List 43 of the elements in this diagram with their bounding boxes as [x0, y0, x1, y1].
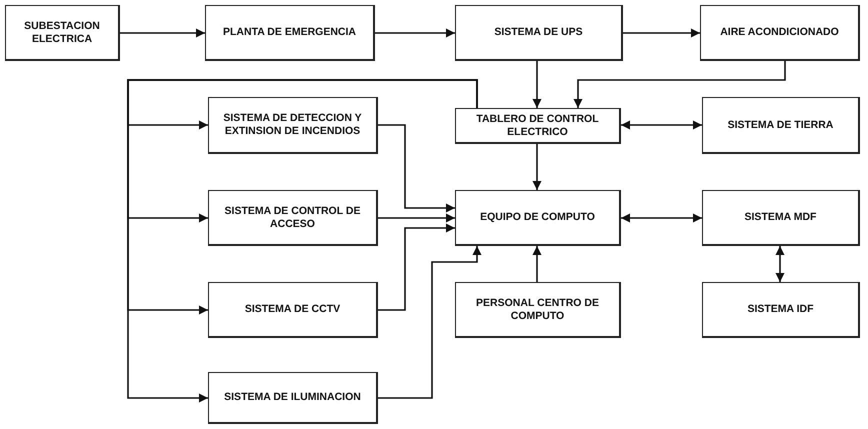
connector-arrow	[532, 246, 542, 282]
box-label: SISTEMA DE CCTV	[244, 303, 340, 316]
connector-arrow	[120, 28, 205, 38]
box-label: SISTEMA DE DETECCION Y EXTINSION DE INCENDIOS	[222, 112, 363, 138]
box-label: SISTEMA DE UPS	[494, 26, 583, 39]
box-label: SISTEMA DE TIERRA	[728, 118, 834, 132]
process-box	[208, 282, 378, 338]
connector-arrow	[621, 120, 702, 130]
connector-arrow	[378, 224, 455, 311]
box-label: SISTEMA DE CONTROL DE ACCESO	[224, 204, 362, 230]
connector-arrow	[623, 28, 700, 38]
connector-arrow	[378, 124, 455, 212]
process-box	[205, 5, 375, 61]
process-box	[208, 190, 378, 246]
process-box	[455, 108, 621, 144]
box-label: AIRE ACONDICIONADO	[720, 26, 839, 39]
box-label: PERSONAL CENTRO DE COMPUTO	[475, 296, 600, 322]
process-box	[702, 190, 860, 246]
connector-arrow	[621, 214, 702, 222]
box-label: SISTEMA MDF	[744, 211, 816, 224]
box-label: SISTEMA DE ILUMINACION	[224, 391, 361, 404]
process-box	[702, 282, 860, 338]
box-label: SISTEMA IDF	[747, 303, 814, 316]
connector-arrow	[375, 28, 455, 38]
connector-arrow	[378, 246, 482, 399]
connector-arrow	[574, 61, 786, 108]
box-label: TABLERO DE CONTROL ELECTRICO	[475, 112, 600, 138]
process-box	[455, 190, 621, 246]
connector-arrow	[776, 246, 784, 282]
connector-arrow	[127, 79, 478, 402]
box-label: EQUIPO DE COMPUTO	[480, 211, 595, 224]
process-box	[208, 97, 378, 154]
process-box	[208, 372, 378, 424]
connector-arrow	[532, 61, 542, 108]
connector-arrow	[532, 144, 542, 190]
process-box	[702, 97, 860, 154]
process-box	[455, 282, 621, 338]
process-box	[5, 5, 120, 61]
box-label: PLANTA DE EMERGENCIA	[222, 26, 356, 39]
process-box	[700, 5, 860, 61]
box-label: SUBESTACION ELECTRICA	[23, 20, 101, 46]
process-box	[455, 5, 623, 61]
connector-arrow	[378, 214, 455, 222]
